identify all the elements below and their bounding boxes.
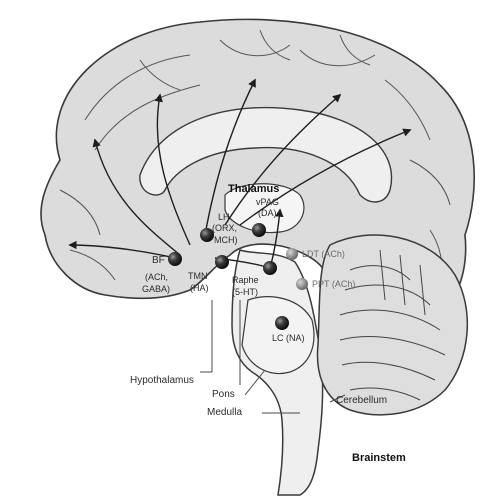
tmn-label: TMN: [188, 271, 208, 281]
ldt-nucleus: [286, 248, 298, 260]
cerebellum-folia: [339, 249, 446, 401]
ppt-nucleus: [296, 278, 308, 290]
gyri-lines: [59, 29, 451, 286]
lh-nucleus: [200, 228, 214, 242]
raphe-label: Raphe: [232, 275, 259, 285]
thalamus-label: Thalamus: [228, 183, 280, 195]
medulla-label: Medulla: [207, 407, 243, 418]
pag-label: vPAG: [256, 197, 279, 207]
tmn-nucleus: [215, 255, 229, 269]
corpus-callosum: [139, 106, 393, 203]
arousal-pathways: [68, 78, 412, 269]
pag-nt-label: (DA): [258, 208, 277, 218]
lc-nucleus: [275, 316, 289, 330]
brainstem-label: Brainstem: [352, 452, 406, 464]
pons-label: Pons: [212, 389, 235, 400]
cerebellum-shape: [316, 234, 469, 416]
bf-label: BF: [152, 255, 165, 266]
tmn-nt-label: (HA): [190, 283, 209, 293]
ppt-label: PPT (ACh): [312, 279, 356, 289]
leader-lines: [200, 300, 346, 414]
bf-nt2-label: GABA): [142, 284, 171, 294]
lc-label: LC (NA): [272, 333, 305, 343]
raphe-nt-label: (5-HT): [232, 287, 258, 297]
hypothalamus-label: Hypothalamus: [130, 375, 194, 386]
bf-nt1-label: (ACh,: [145, 272, 169, 282]
vpag-nucleus: [252, 223, 266, 237]
lh-nt1-label: (ORX,: [212, 223, 238, 233]
ldt-label: LDT (ACh): [302, 249, 345, 259]
raphe-nucleus: [263, 261, 277, 275]
bf-nucleus: [168, 252, 182, 266]
pons-shape: [241, 296, 315, 374]
cerebellum-label: Cerebellum: [336, 395, 388, 406]
lh-label: LH: [218, 212, 230, 222]
lh-nt2-label: MCH): [214, 235, 238, 245]
